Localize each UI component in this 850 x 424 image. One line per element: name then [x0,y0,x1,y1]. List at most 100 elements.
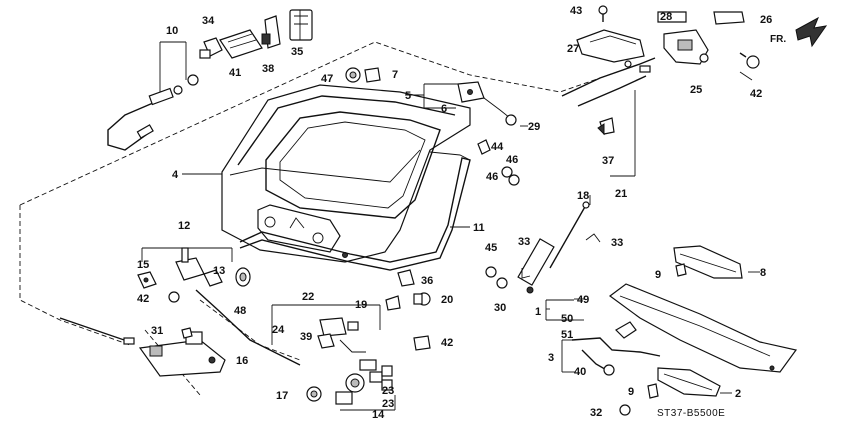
front-direction-arrow: FR. [770,16,828,48]
bumper-20 [413,292,431,306]
harness-3 [561,337,661,376]
callout-24: 24 [272,324,285,336]
callout-40: 40 [574,366,586,378]
spoiler-seal-50 [615,321,637,339]
clip-34 [199,37,223,59]
bracket-28 [657,11,687,23]
callout-19: 19 [355,299,367,311]
opener-cable-21 [561,57,656,177]
callout-41: 41 [229,67,241,79]
clip-7 [364,67,381,83]
leader-lines [182,71,760,394]
holder-35 [289,9,313,41]
fr-label: FR. [770,34,786,45]
callout-13: 13 [213,265,225,277]
callout-23-b: 23 [382,398,394,410]
callout-44: 44 [491,141,504,153]
bolt-42-left [168,291,180,303]
cable-route-top [19,41,641,206]
bumper-46-b [508,174,520,186]
callout-42-left: 42 [137,293,149,305]
grommet-47-inner [349,71,357,79]
weatherstrip-seal [239,157,471,271]
callout-42-top: 42 [750,88,762,100]
callout-26: 26 [760,14,772,26]
screw-31 [181,327,193,339]
grommet-17-inner [310,390,318,398]
callout-9-bottom: 9 [628,386,634,398]
screw-43 [598,5,608,22]
callout-46-a: 46 [506,154,518,166]
callout-20: 20 [441,294,453,306]
latch-cover-27 [576,29,645,63]
callout-39: 39 [300,331,312,343]
callout-28: 28 [660,11,672,23]
diagram-code: ST37-B5500E [657,408,725,419]
high-mount-light-8 [673,245,743,279]
hinge-15 [137,271,157,289]
callout-45: 45 [485,242,497,254]
screw-9-bottom [647,383,659,399]
callout-21: 21 [615,188,627,200]
lock-parts-23 [381,365,396,410]
bolt-30 [496,277,508,289]
callout-9-top: 9 [655,269,661,281]
pad-41 [219,29,263,59]
callout-17: 17 [276,390,288,402]
clip-19 [385,295,401,311]
switch-24 [319,317,359,337]
lock-14 [335,359,395,411]
spoiler-bracket-1 [545,299,574,321]
holder-38 [261,15,281,49]
hinge-15-right [203,269,223,287]
callout-22: 22 [302,291,314,303]
callout-6: 6 [441,103,447,115]
callout-37: 37 [602,155,614,167]
callout-48: 48 [234,305,246,317]
bumper-46-a [501,166,513,178]
callout-16: 16 [236,355,248,367]
callout-10: 10 [166,25,178,37]
callout-15: 15 [137,259,149,271]
callout-5: 5 [405,90,411,102]
callout-29: 29 [528,121,540,133]
rear-spoiler-1 [608,283,798,373]
weatherstrip-seal-upper [429,151,471,161]
callout-8: 8 [760,267,766,279]
callout-35: 35 [291,46,303,58]
callout-23-a: 23 [382,385,394,397]
grommet-32 [619,404,631,416]
opener-cable-left [107,41,199,151]
actuator-25 [663,29,709,65]
light-2 [657,367,721,397]
callout-30: 30 [494,302,506,314]
callout-27: 27 [567,43,579,55]
tailgate-panel [221,84,471,263]
clip-33-left [521,268,531,279]
callout-32: 32 [590,407,602,419]
callout-46-b: 46 [486,171,498,183]
clip-37 [597,117,615,136]
callout-36: 36 [421,275,433,287]
callout-43: 43 [570,5,582,17]
rod-13 [195,289,301,366]
callout-33-left: 33 [518,236,530,248]
switch-39 [317,333,366,353]
callout-31: 31 [151,325,163,337]
grommet-48 [235,267,251,287]
callout-34: 34 [202,15,215,27]
callout-labels: 1 2 3 4 5 6 7 8 9 9 10 11 12 13 14 15 16… [137,5,772,421]
callout-4: 4 [172,169,179,181]
callout-33-right: 33 [611,237,623,249]
callout-14: 14 [372,409,385,421]
callout-49: 49 [577,294,589,306]
callout-25: 25 [690,84,702,96]
callout-3: 3 [548,352,554,364]
cable-end-left [59,317,135,345]
callout-42-center: 42 [441,337,453,349]
stud-45 [485,266,497,278]
callout-50: 50 [561,313,573,325]
clip-36 [397,269,415,287]
callout-11: 11 [473,222,485,234]
clip-44 [477,139,491,155]
